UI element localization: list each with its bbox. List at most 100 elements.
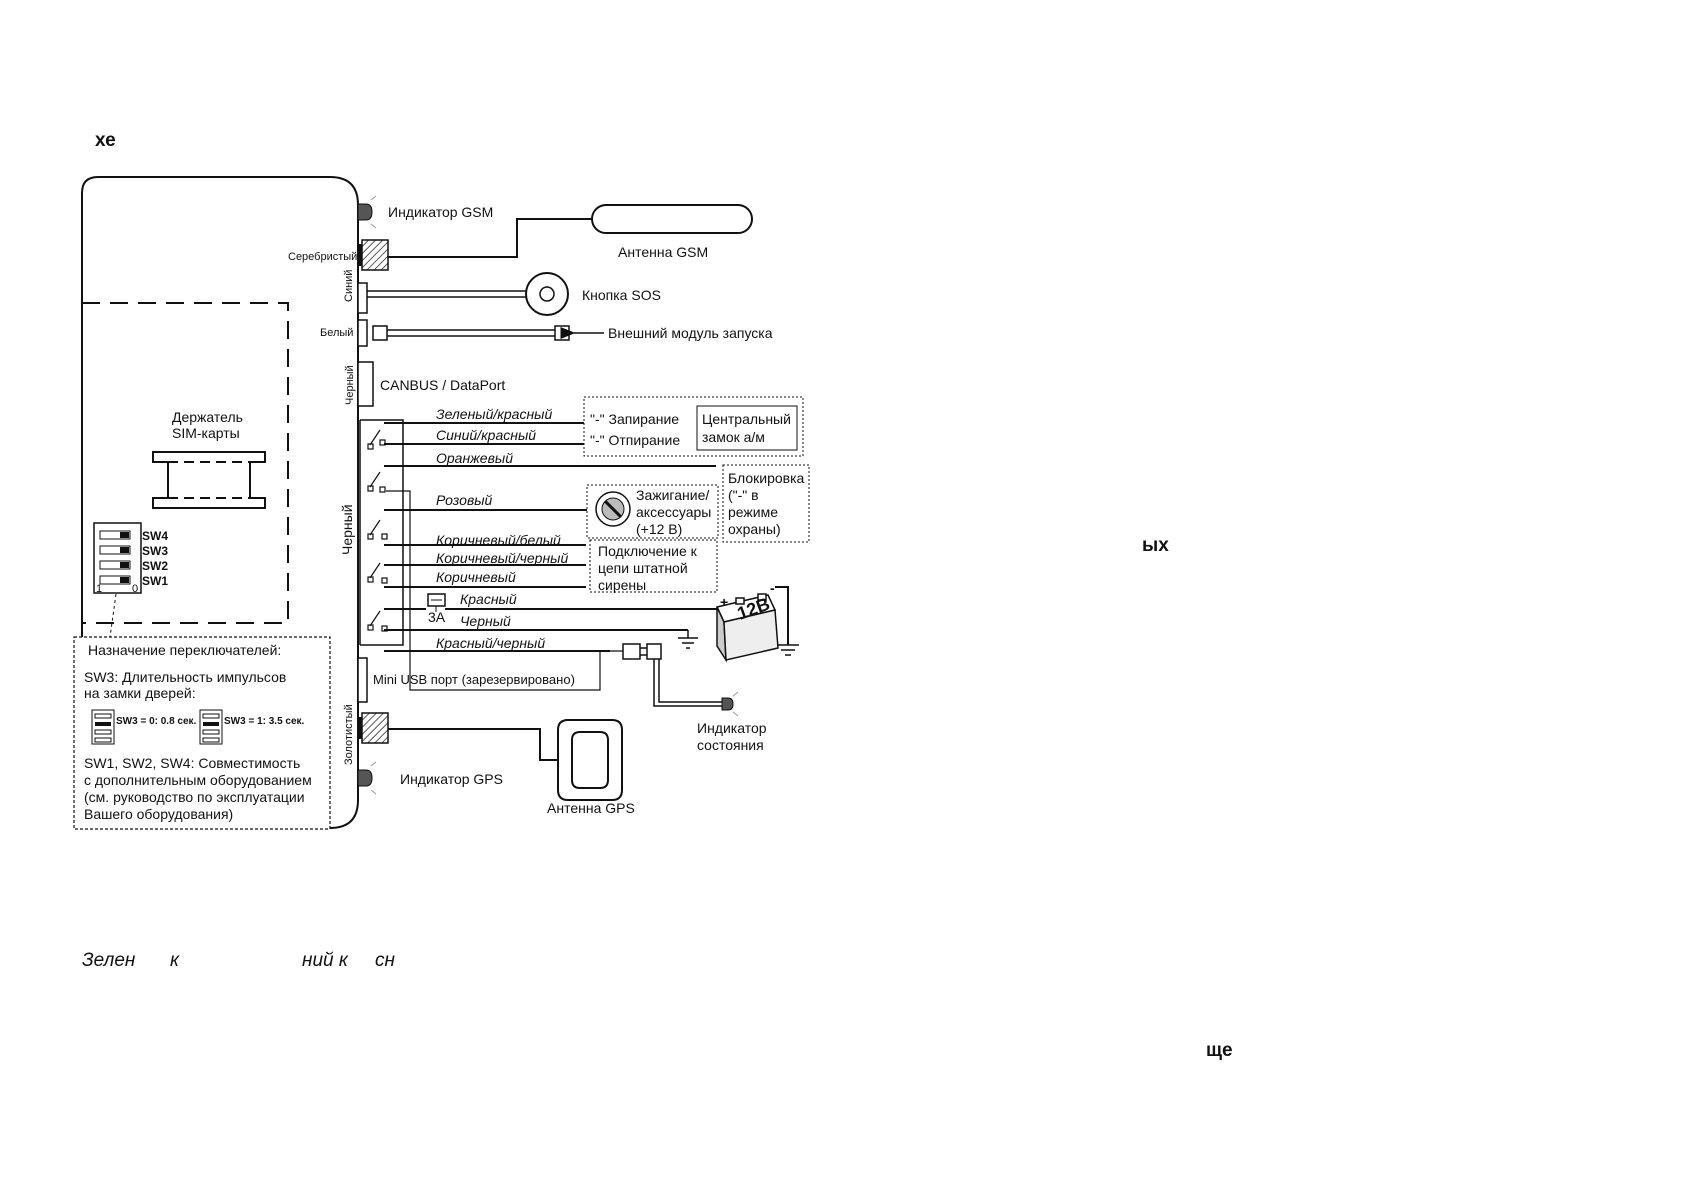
ext-start-plug-icon bbox=[372, 325, 388, 341]
gsm-indicator-label: Индикатор GSM bbox=[388, 204, 493, 220]
gps-indicator-label: Индикатор GPS bbox=[400, 771, 503, 787]
switch-label: SW1 bbox=[142, 574, 168, 588]
switch-label: SW4 bbox=[142, 529, 168, 543]
text-fragment-bottom-3: ний к bbox=[302, 950, 348, 971]
switch-label: SW3 bbox=[142, 544, 168, 558]
wire-red-label: Красный bbox=[460, 591, 517, 607]
ignition-label: (+12 В) bbox=[636, 521, 682, 537]
gsm-antenna-label: Антенна GSM bbox=[618, 244, 708, 260]
status-indicator-connector-icon bbox=[622, 643, 662, 660]
wire-brown-label: Коричневый bbox=[436, 569, 516, 585]
switch-notes-sw3: SW3: Длительность импульсов bbox=[84, 669, 286, 685]
wire-lines bbox=[384, 422, 717, 652]
wire-red-black-label: Красный/черный bbox=[436, 635, 545, 651]
dip-switch-block bbox=[93, 522, 142, 594]
text-fragment-bottom-2: к bbox=[170, 950, 179, 971]
gps-antenna-cable bbox=[388, 728, 557, 761]
wire-green-red-label: Зеленый/красный bbox=[436, 406, 552, 422]
connector-blue-label: Синий bbox=[343, 270, 355, 302]
sim-holder-label: SIM-карты bbox=[172, 425, 240, 441]
sw3-option-0: SW3 = 0: 0.8 сек. bbox=[116, 716, 197, 727]
switch-notes-other: (см. руководство по эксплуатации bbox=[84, 789, 305, 805]
switch-scale-left: 1 bbox=[96, 583, 102, 595]
wire-brown-black-label: Коричневый/черный bbox=[436, 550, 568, 566]
sos-button-center bbox=[539, 286, 555, 302]
switch-notes-other: SW1, SW2, SW4: Совместимость bbox=[84, 755, 300, 771]
silver-connector-pin bbox=[358, 244, 362, 266]
status-indicator-label: Индикатор bbox=[697, 720, 767, 736]
switch-notes-sw3: на замки дверей: bbox=[84, 685, 196, 701]
fuse-icon bbox=[427, 593, 446, 612]
ground-icon bbox=[777, 644, 799, 656]
battery-icon bbox=[715, 593, 779, 663]
ext-start-socket-icon bbox=[554, 325, 570, 341]
siren-box bbox=[589, 539, 718, 593]
sim-holder-label: Держатель bbox=[172, 409, 243, 425]
silver-connector-icon bbox=[361, 239, 389, 271]
sw3-on-icon bbox=[199, 709, 223, 745]
gps-antenna-icon bbox=[557, 719, 623, 801]
switch-notes-title: Назначение переключателей: bbox=[88, 642, 281, 658]
battery-minus-label: - bbox=[770, 580, 775, 596]
wire-orange-label: Оранжевый bbox=[436, 450, 513, 466]
gold-connector-icon bbox=[361, 712, 389, 744]
connector-gold-label: Золотистый bbox=[343, 704, 355, 765]
switch-scale-right: 0 bbox=[132, 583, 138, 595]
text-fragment-top-left: хе bbox=[95, 130, 116, 151]
wire-blue-red-label: Синий/красный bbox=[436, 427, 536, 443]
text-fragment-right-low: ще bbox=[1206, 1040, 1233, 1061]
wire-brown-white-label: Коричневый/белый bbox=[436, 532, 561, 548]
switch-notes-other: с дополнительным оборудованием bbox=[84, 772, 312, 788]
central-lock-box bbox=[583, 396, 804, 457]
battery-ground-wire bbox=[775, 586, 789, 645]
gsm-indicator-led-icon bbox=[357, 195, 377, 229]
switch-leader-line bbox=[109, 593, 117, 638]
central-lock-inner-box bbox=[696, 405, 798, 451]
central-lock-label: Центральный bbox=[702, 411, 791, 427]
ignition-label: Зажигание/ bbox=[636, 487, 709, 503]
battery-plus-label: + bbox=[720, 594, 728, 610]
connector-white-label: Белый bbox=[320, 327, 353, 339]
status-indicator-cable bbox=[653, 659, 722, 707]
lock-label: "-" Запирание bbox=[590, 411, 679, 427]
gsm-antenna-icon bbox=[591, 204, 753, 234]
ext-start-label: Внешний модуль запуска bbox=[608, 325, 773, 341]
siren-label: сирены bbox=[598, 577, 646, 593]
canbus-label: CANBUS / DataPort bbox=[380, 377, 505, 393]
gold-connector-pin bbox=[358, 717, 362, 739]
sw3-option-1: SW3 = 1: 3.5 сек. bbox=[224, 716, 305, 727]
central-lock-label: замок а/м bbox=[702, 429, 765, 445]
siren-label: Подключение к bbox=[598, 543, 698, 559]
ignition-box bbox=[586, 484, 719, 539]
connector-black-main-label: Черный bbox=[339, 504, 355, 555]
fuse-label: 3А bbox=[428, 609, 446, 625]
sim-holder-icon bbox=[152, 451, 266, 509]
connector-black-canbus-label: Черный bbox=[344, 365, 356, 405]
mini-usb-label: Mini USB порт (зарезервировано) bbox=[373, 672, 575, 687]
sim-area-outline bbox=[81, 302, 289, 624]
status-indicator-led-icon bbox=[721, 691, 739, 717]
wire-black-label: Черный bbox=[460, 613, 511, 629]
gps-indicator-led-icon bbox=[357, 761, 377, 795]
switch-label: SW2 bbox=[142, 559, 168, 573]
text-fragment-bottom-1: Зелен bbox=[82, 950, 136, 971]
text-fragment-bottom-4: сн bbox=[375, 950, 395, 971]
status-indicator-cable bbox=[658, 659, 722, 703]
unlock-label: "-" Отпирание bbox=[590, 432, 680, 448]
switch-notes-other: Вашего оборудования) bbox=[84, 806, 233, 822]
main-relay-connector bbox=[359, 419, 404, 646]
status-indicator-label: состояния bbox=[697, 737, 764, 753]
text-fragment-right-mid: ых bbox=[1142, 535, 1169, 556]
sw3-off-icon bbox=[91, 709, 115, 745]
blue-connector-icon bbox=[357, 282, 368, 314]
sos-button-label: Кнопка SOS bbox=[582, 287, 661, 303]
siren-label: цепи штатной bbox=[598, 560, 688, 576]
mini-usb-connector-icon bbox=[357, 657, 368, 703]
connector-silver-label: Серебристый bbox=[288, 251, 357, 263]
block-box bbox=[722, 464, 810, 543]
canbus-connector-icon bbox=[357, 361, 374, 407]
block-label: охраны) bbox=[728, 521, 781, 537]
ignition-label: аксессуары bbox=[636, 504, 711, 520]
gsm-antenna-cable bbox=[388, 218, 592, 258]
